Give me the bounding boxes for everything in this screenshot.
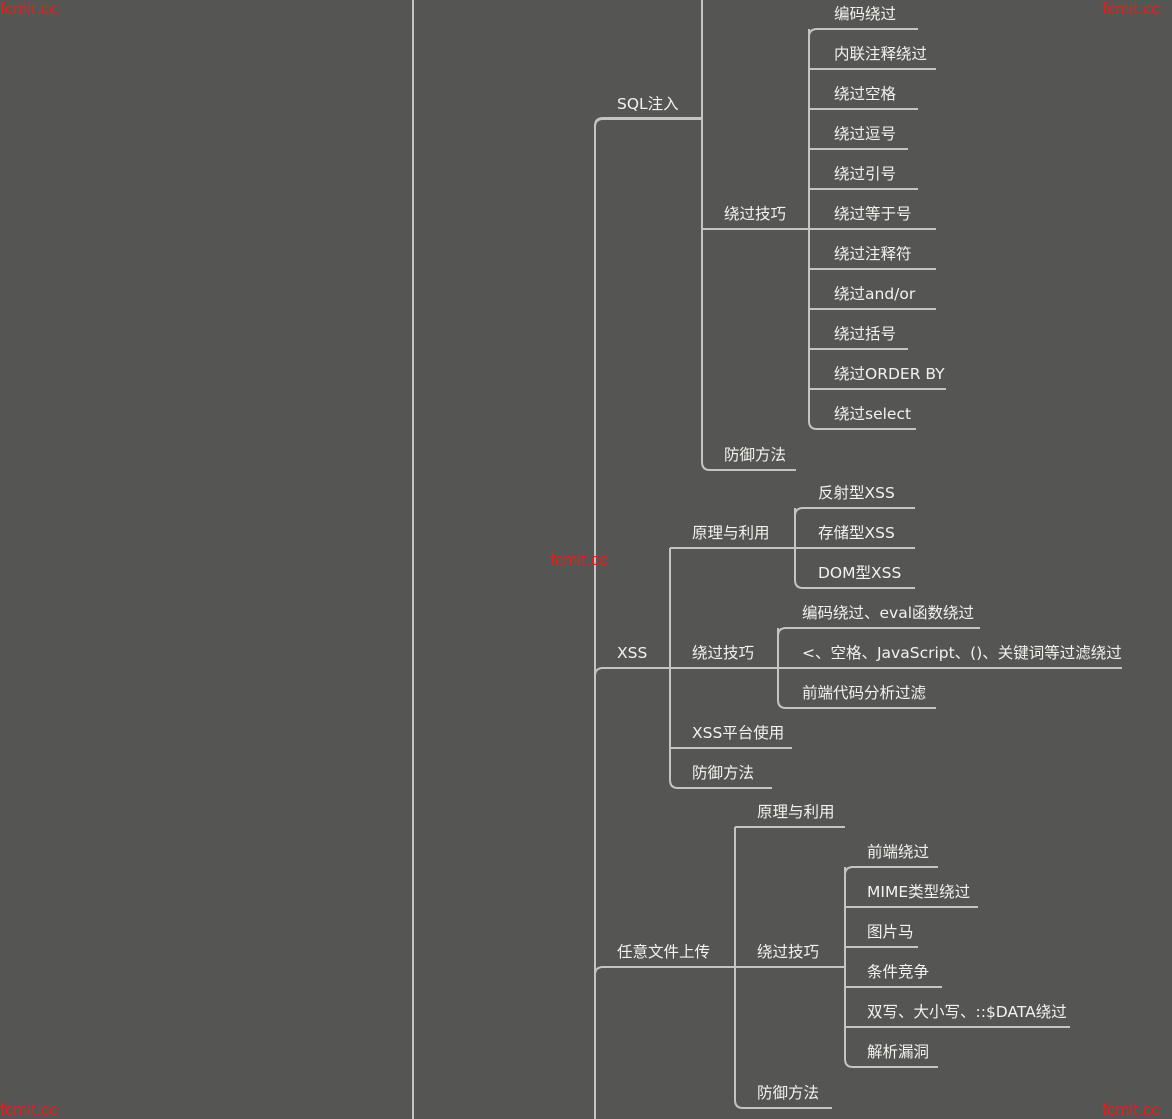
leaf-label-2-1-3[interactable]: 条件竞争 xyxy=(867,963,929,981)
leaf-connector-0-0-10 xyxy=(808,420,916,430)
mindmap-edges xyxy=(412,0,1122,1119)
branch-connector-2 xyxy=(594,966,735,976)
watermark-center: fcmit.cc xyxy=(550,550,608,569)
leaf-label-1-0-2[interactable]: DOM型XSS xyxy=(818,564,901,582)
leaf-label-1-0-0[interactable]: 反射型XSS xyxy=(818,484,895,502)
leaf-label-0-0-2[interactable]: 绕过空格 xyxy=(834,85,897,103)
child-label-2-2[interactable]: 防御方法 xyxy=(757,1084,819,1102)
leaf-connector-2-1-5 xyxy=(844,1058,938,1068)
leaf-connector-2-1-0 xyxy=(844,866,938,876)
child-label-0-0[interactable]: 绕过技巧 xyxy=(724,205,786,223)
leaf-label-2-1-1[interactable]: MIME类型绕过 xyxy=(867,883,970,901)
child-label-1-3[interactable]: 防御方法 xyxy=(692,764,754,782)
leaf-label-0-0-3[interactable]: 绕过逗号 xyxy=(834,125,896,143)
child-label-2-1[interactable]: 绕过技巧 xyxy=(757,943,819,961)
leaf-label-0-0-10[interactable]: 绕过select xyxy=(834,405,911,423)
leaf-label-0-0-4[interactable]: 绕过引号 xyxy=(834,165,896,183)
child-connector-2-2 xyxy=(734,1099,832,1109)
branch-connector-1 xyxy=(594,667,670,677)
leaf-label-0-0-9[interactable]: 绕过ORDER BY xyxy=(834,365,945,383)
child-label-1-1[interactable]: 绕过技巧 xyxy=(692,644,754,662)
child-label-1-2[interactable]: XSS平台使用 xyxy=(692,724,784,742)
watermark-top-left: fcmit.cc xyxy=(0,0,58,18)
leaf-label-2-1-0[interactable]: 前端绕过 xyxy=(867,843,929,861)
branch-label-1[interactable]: XSS xyxy=(617,644,647,662)
leaf-label-1-0-1[interactable]: 存储型XSS xyxy=(818,524,895,542)
leaf-label-1-1-2[interactable]: 前端代码分析过滤 xyxy=(802,684,926,702)
branch-connector-0-top xyxy=(594,117,702,127)
watermark-bottom-right: fcmit.cc xyxy=(1102,1100,1160,1119)
leaf-label-2-1-5[interactable]: 解析漏洞 xyxy=(867,1043,929,1061)
leaf-label-2-1-2[interactable]: 图片马 xyxy=(867,923,914,941)
child-label-2-0[interactable]: 原理与利用 xyxy=(757,803,835,821)
leaf-connector-1-0-0 xyxy=(794,507,915,517)
watermark-bottom-left: fcmit.cc xyxy=(0,1100,58,1119)
leaf-label-0-0-1[interactable]: 内联注释绕过 xyxy=(834,45,927,63)
child-connector-1-3 xyxy=(669,779,772,789)
leaf-connector-0-0-0 xyxy=(808,28,918,38)
branch-label-0[interactable]: SQL注入 xyxy=(617,95,679,113)
branch-label-2[interactable]: 任意文件上传 xyxy=(617,942,710,961)
leaf-label-0-0-0[interactable]: 编码绕过 xyxy=(834,5,896,23)
child-label-0-1[interactable]: 防御方法 xyxy=(724,446,786,464)
leaf-label-0-0-8[interactable]: 绕过括号 xyxy=(834,325,896,343)
branch-connector-0 xyxy=(594,118,702,128)
leaf-label-0-0-5[interactable]: 绕过等于号 xyxy=(834,205,912,223)
leaf-connector-1-1-0 xyxy=(777,627,980,637)
leaf-label-0-0-7[interactable]: 绕过and/or xyxy=(834,285,916,303)
child-label-1-0[interactable]: 原理与利用 xyxy=(692,524,770,542)
child-connector-0-1 xyxy=(701,461,796,471)
leaf-connector-1-0-2 xyxy=(794,579,915,589)
watermark-top-right: fcmit.cc xyxy=(1102,0,1160,18)
leaf-connector-1-1-2 xyxy=(777,699,936,709)
leaf-label-1-1-1[interactable]: <、空格、JavaScript、()、关键词等过滤绕过 xyxy=(802,644,1122,662)
leaf-label-2-1-4[interactable]: 双写、大小写、::$DATA绕过 xyxy=(867,1003,1067,1021)
leaf-label-0-0-6[interactable]: 绕过注释符 xyxy=(834,245,912,263)
leaf-label-1-1-0[interactable]: 编码绕过、eval函数绕过 xyxy=(802,604,974,622)
